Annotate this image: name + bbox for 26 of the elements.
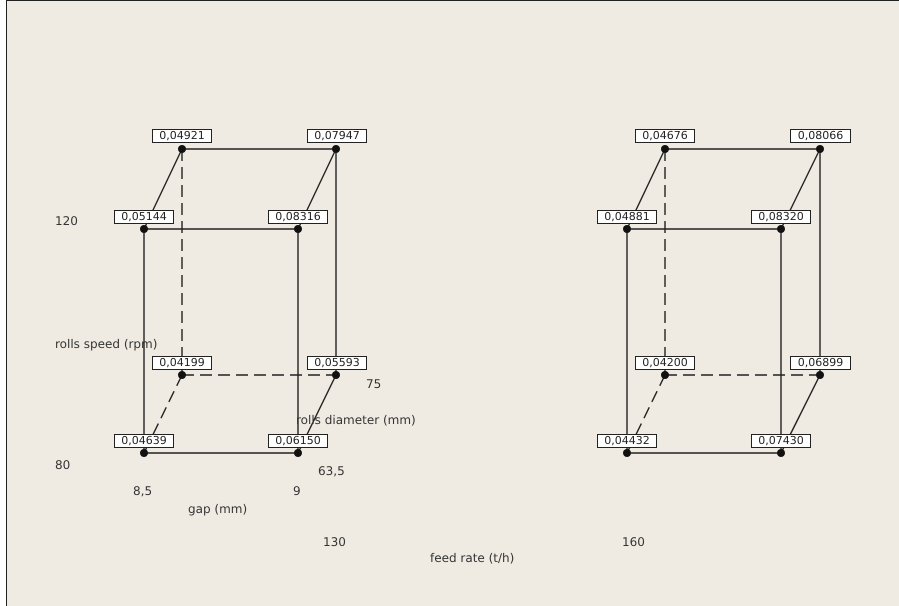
value-label: 0,08316: [268, 210, 328, 224]
value-label: 0,04199: [152, 356, 212, 370]
value-label: 0,05144: [114, 210, 174, 224]
value-label: 0,04676: [635, 129, 695, 143]
axis-label: 160: [622, 535, 645, 549]
value-label: 0,05593: [307, 356, 367, 370]
value-label: 0,04921: [152, 129, 212, 143]
value-label: 0,06899: [790, 356, 851, 370]
axis-label: 75: [366, 377, 382, 391]
value-label: 0,06150: [268, 434, 328, 448]
axis-label: 63,5: [318, 464, 345, 478]
axis-label: 80: [55, 458, 70, 472]
value-label: 0,07430: [751, 434, 811, 448]
value-label: 0,07947: [307, 129, 367, 143]
value-label: 0,04639: [114, 434, 174, 448]
value-label: 0,04881: [597, 210, 657, 224]
value-label: 0,08320: [751, 210, 811, 224]
value-label: 0,04200: [635, 356, 695, 370]
axis-label: 9: [293, 484, 301, 498]
axis-label: 8,5: [133, 484, 152, 498]
value-label: 0,04432: [597, 434, 657, 448]
value-label: 0,08066: [790, 129, 851, 143]
axis-label: feed rate (t/h): [430, 551, 514, 565]
axis-label: gap (mm): [188, 502, 248, 516]
axis-label: 120: [55, 214, 78, 228]
axis-label: 130: [323, 535, 346, 549]
